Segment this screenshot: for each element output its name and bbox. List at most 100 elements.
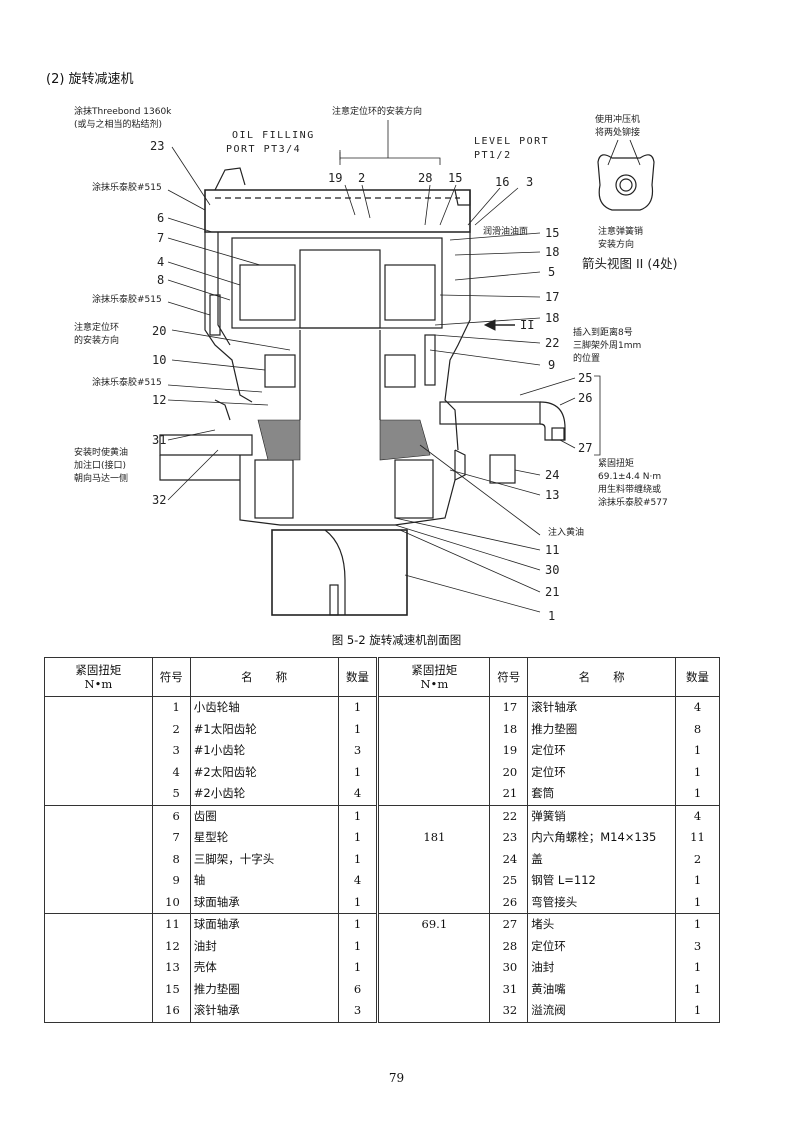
note-spring-pin-1: 注意弹簧销	[598, 225, 643, 237]
note-loctite-515-a: 涂抹乐泰胶#515	[92, 181, 162, 193]
note-level-port-2: PT1/2	[474, 150, 512, 161]
callout-18-upper: 18	[545, 245, 559, 259]
note-punch-1: 使用冲压机	[595, 113, 640, 125]
cell-torque-right	[377, 870, 491, 892]
cell-torque-right	[377, 848, 491, 870]
cell-no-right: 19	[489, 740, 529, 762]
cell-qty-left: 1	[337, 935, 380, 957]
cell-no-right: 21	[489, 783, 529, 806]
cell-name-right: 推力垫圈	[527, 718, 676, 740]
cell-torque-left	[44, 957, 153, 979]
table-row: 8 三脚架，十字头 1 24 盖 2	[44, 848, 720, 870]
cell-qty-left: 1	[337, 696, 380, 719]
header-qty-right: 数量	[675, 657, 720, 697]
callout-24: 24	[545, 468, 559, 482]
cell-qty-right: 1	[675, 761, 720, 783]
cell-torque-left	[44, 805, 153, 827]
cell-torque-left	[44, 718, 153, 740]
cell-qty-right: 8	[675, 718, 720, 740]
cell-no-right: 20	[489, 761, 529, 783]
cell-torque-left	[44, 1000, 153, 1023]
cell-torque-right: 69.1	[377, 913, 491, 936]
table-row: 16 滚针轴承 3 32 溢流阀 1	[44, 1000, 720, 1023]
table-row: 12 油封 1 28 定位环 3	[44, 935, 720, 957]
cell-name-right: 黄油嘴	[527, 978, 676, 1000]
cell-qty-left: 3	[337, 1000, 380, 1023]
callout-6: 6	[157, 211, 164, 225]
cell-qty-right: 1	[675, 1000, 720, 1023]
table-row: 3 #1小齿轮 3 19 定位环 1	[44, 740, 720, 762]
page-number: 79	[388, 1071, 405, 1085]
cell-qty-right: 1	[675, 783, 720, 806]
note-torque-3: 用生料带缠绕或	[598, 483, 661, 495]
cell-name-right: 盖	[527, 848, 676, 870]
header-no-left: 符号	[151, 657, 191, 697]
cell-qty-right: 3	[675, 935, 720, 957]
cell-torque-right	[377, 761, 491, 783]
cell-no-left: 5	[151, 783, 191, 806]
cell-no-right: 26	[489, 891, 529, 914]
note-oil-filling-2: PORT PT3/4	[226, 144, 301, 155]
callout-28: 28	[418, 171, 432, 185]
swing-reducer-cross-section-drawing: II	[74, 105, 678, 623]
cell-no-left: 16	[151, 1000, 191, 1023]
note-insert-1: 插入到距离8号	[573, 326, 633, 338]
cell-qty-right: 4	[675, 805, 720, 827]
note-inject-grease: 注入黄油	[548, 526, 584, 538]
table-row: 13 壳体 1 30 油封 1	[44, 957, 720, 979]
cell-name-left: 滚针轴承	[189, 1000, 339, 1023]
cell-no-right: 17	[489, 696, 529, 719]
callout-32: 32	[152, 493, 166, 507]
table-row: 11 球面轴承 1 69.1 27 堵头 1	[44, 913, 720, 936]
cell-qty-left: 4	[337, 783, 380, 806]
table-row: 15 推力垫圈 6 31 黄油嘴 1	[44, 978, 720, 1000]
cell-name-left: 星型轮	[189, 827, 339, 849]
callout-1: 1	[548, 609, 555, 623]
cell-no-right: 32	[489, 1000, 529, 1023]
note-lube-level: 润滑油油面	[483, 225, 528, 237]
callout-3: 3	[526, 175, 533, 189]
note-torque-1: 紧固扭矩	[598, 457, 634, 469]
cell-no-right: 22	[489, 805, 529, 827]
cell-qty-left: 1	[337, 718, 380, 740]
cell-no-left: 2	[151, 718, 191, 740]
note-threebond-2: (或与之相当的粘结剂)	[74, 118, 162, 130]
header-qty-left: 数量	[337, 657, 380, 697]
cell-qty-right: 2	[675, 848, 720, 870]
callout-22: 22	[545, 336, 559, 350]
table-row: 2 #1太阳齿轮 1 18 推力垫圈 8	[44, 718, 720, 740]
header-name-right: 名 称	[527, 657, 676, 697]
cell-qty-right: 1	[675, 891, 720, 914]
cell-qty-left: 3	[337, 740, 380, 762]
cell-qty-right: 1	[675, 740, 720, 762]
header-name-left: 名 称	[189, 657, 339, 697]
cell-no-right: 27	[489, 913, 529, 936]
callout-10: 10	[152, 353, 166, 367]
note-loctite-515-c: 涂抹乐泰胶#515	[92, 376, 162, 388]
cell-torque-left	[44, 891, 153, 914]
cell-no-right: 23	[489, 827, 529, 849]
callout-20: 20	[152, 324, 166, 338]
cell-torque-right: 181	[377, 827, 491, 849]
callout-25: 25	[578, 371, 592, 385]
table-row: 9 轴 4 25 钢管 L=112 1	[44, 870, 720, 892]
cell-no-right: 24	[489, 848, 529, 870]
callout-18-lower: 18	[545, 311, 559, 325]
cell-name-right: 定位环	[527, 935, 676, 957]
cell-torque-left	[44, 870, 153, 892]
callout-21: 21	[545, 585, 559, 599]
cell-name-left: 推力垫圈	[189, 978, 339, 1000]
cell-torque-right	[377, 740, 491, 762]
cell-name-left: 三脚架，十字头	[189, 848, 339, 870]
cell-qty-right: 1	[675, 957, 720, 979]
cell-torque-left	[44, 978, 153, 1000]
note-loctite-515-b: 涂抹乐泰胶#515	[92, 293, 162, 305]
cell-qty-right: 1	[675, 870, 720, 892]
cell-name-right: 弹簧销	[527, 805, 676, 827]
note-locator-install-left-1: 注意定位环	[74, 321, 119, 333]
cell-torque-right	[377, 957, 491, 979]
note-arrow-view: 箭头视图 II (4处)	[582, 256, 678, 271]
cell-qty-left: 1	[337, 805, 380, 827]
callout-9: 9	[548, 358, 555, 372]
